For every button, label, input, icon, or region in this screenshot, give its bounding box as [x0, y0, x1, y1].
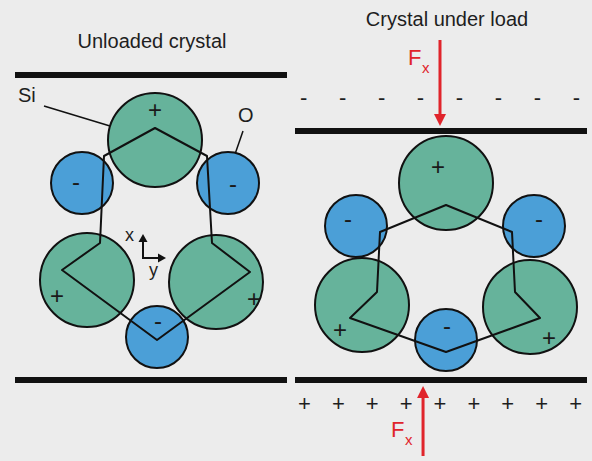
charge-sign: - — [344, 206, 352, 232]
atom-circle — [126, 306, 188, 368]
force-subscript: x — [405, 432, 413, 449]
atom-circle — [415, 309, 477, 371]
arrowhead — [434, 114, 446, 126]
atom-shape — [314, 257, 410, 353]
axis-arrow — [142, 240, 144, 259]
axis-label: y — [149, 261, 158, 281]
charge-sign: - — [535, 206, 543, 232]
electrode-plate — [15, 377, 287, 383]
charge-sign: - — [443, 313, 451, 339]
atom-shape — [168, 234, 264, 330]
electrode-plate — [15, 72, 287, 78]
charge-row: - - - - - - - - — [300, 86, 580, 110]
arrowhead — [139, 234, 148, 242]
oxygen-atom: - — [196, 151, 260, 215]
arrowhead — [158, 254, 166, 263]
atom-label: Si — [18, 84, 36, 106]
atom-shape — [196, 151, 260, 215]
charge-row: + + + + + + + + + — [298, 392, 582, 416]
panel-title: Unloaded crystal — [78, 30, 227, 52]
force-subscript: x — [422, 60, 430, 77]
atom-shape — [502, 194, 566, 258]
atom-circle — [325, 195, 387, 257]
silicon-atom: + — [168, 234, 264, 330]
hexagon-outline — [350, 205, 540, 352]
atom-circle — [108, 93, 202, 187]
atom-shape — [398, 135, 494, 231]
charge-sign: - — [154, 308, 162, 334]
oxygen-atom: - — [414, 308, 478, 372]
atom-circle — [197, 152, 259, 214]
silicon-atom: + — [398, 135, 494, 231]
charge-sign: + — [333, 317, 347, 343]
force-symbol: F — [408, 46, 421, 70]
axis-arrow — [142, 257, 160, 259]
charge-sign: - — [229, 171, 237, 197]
atom-circle — [399, 136, 493, 230]
oxygen-atom: - — [502, 194, 566, 258]
charge-sign: - — [72, 169, 80, 195]
axis-label: x — [125, 226, 134, 246]
leader-line — [44, 106, 110, 126]
charge-sign: + — [148, 97, 162, 123]
charge-sign: + — [431, 154, 445, 180]
charge-sign: + — [542, 325, 556, 351]
oxygen-atom: - — [125, 305, 189, 369]
panel-title: Crystal under load — [366, 8, 528, 30]
force-symbol: F — [391, 418, 404, 442]
silicon-atom: + — [107, 92, 203, 188]
hexagon-outline — [62, 128, 250, 340]
atom-circle — [315, 258, 409, 352]
electrode-plate — [295, 377, 587, 383]
electrode-plate — [295, 128, 587, 134]
charge-sign: + — [50, 283, 64, 309]
atom-circle — [169, 235, 263, 329]
atom-label: O — [238, 104, 254, 126]
charge-sign: + — [247, 286, 261, 312]
silicon-atom: + — [314, 257, 410, 353]
